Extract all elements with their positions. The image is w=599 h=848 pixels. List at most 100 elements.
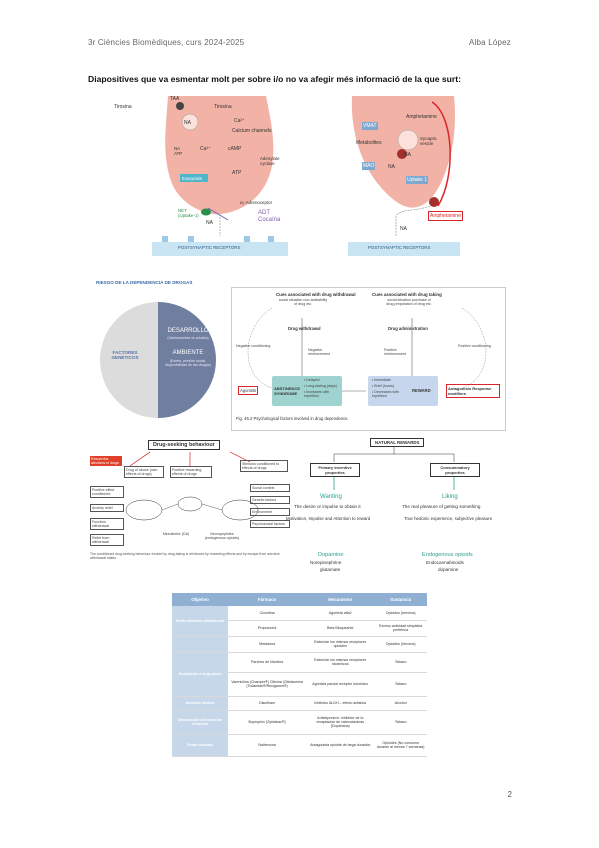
development-sub: (Adolescentes vs adultos): [167, 336, 209, 340]
table-row: Metadona Estimular los mismos receptores…: [172, 636, 427, 653]
drug-own-effects: Drug of abuse (own effects of drugs): [124, 466, 164, 478]
substance-cell: Alcohol: [374, 696, 427, 711]
na2-label: NA: [388, 164, 395, 170]
header-sustancia: Sustancia: [374, 593, 427, 606]
liking-desc2: True hedonic experience, subjective plea…: [404, 516, 493, 521]
intro-text: Diapositives que va esmentar molt per so…: [88, 74, 461, 84]
drug-dependence-figure: Cues associated with drug withdrawal soc…: [231, 287, 506, 431]
drug-cell: Bupropión (Zyntabac®): [228, 710, 307, 735]
drug-cell: Disulfiram: [228, 696, 307, 711]
dopamine-sub1: Norepinephrine: [310, 560, 342, 565]
synapse-drawing: [152, 96, 288, 256]
abst-item-1: • Delayed: [304, 378, 320, 382]
substance-cell: Opioides (heroína): [374, 636, 427, 653]
taa-transporter: [176, 102, 184, 110]
neuropeptide-node: Neuropeptides (endogenous opioids): [204, 532, 240, 540]
opioids-sub1: Endocannabinoids: [426, 560, 464, 565]
adenylate-label: Adenylate cyclase: [260, 156, 280, 166]
tirosina-label: Tirosina: [214, 104, 232, 110]
postsynaptic-membrane: [152, 242, 288, 256]
natural-rewards-figure: NATURAL REWARDS Primary incentive proper…: [286, 436, 500, 586]
withdrawal-cues-sub: social situation non-availability of dru…: [278, 298, 328, 306]
dopamine-label: Dopamine: [318, 552, 344, 558]
wanting-label: Wanting: [320, 494, 342, 500]
consummatory-box: Consummatory properties: [430, 463, 480, 477]
liking-desc1: The real pleasure of getting something: [402, 504, 481, 509]
node-ellipse: [125, 499, 163, 521]
opioids-sub2: dopamine: [438, 567, 459, 572]
arrow-line: [461, 307, 487, 389]
center-node: Mesolimbic (DA): [162, 532, 190, 536]
header-objetivo: Objetivo: [172, 593, 228, 606]
development-label: DESARROLLO: [167, 328, 209, 334]
release-arrow: [395, 205, 431, 236]
reward-label: REWARD: [412, 388, 431, 393]
receptors-label: POSTSYNAPTIC RECEPTORS: [178, 245, 241, 250]
neg-reinf-label: Negative reinforcement: [308, 348, 330, 356]
amphetamine-label: Amphetamine: [406, 114, 437, 120]
node-ellipse: [177, 496, 203, 512]
receptor-shape: [268, 236, 274, 242]
mao-label: MAO: [362, 162, 376, 170]
drug-admin-label: Drug administration: [388, 326, 428, 331]
mechanism-cell: Agonista alfa2: [306, 606, 375, 621]
na-synapse-label: NA: [206, 220, 213, 226]
metabolites-label: Metabolites: [356, 140, 382, 146]
genetic-label: FACTORES GENÉTICOS: [111, 350, 139, 360]
tirosina-left-label: Tirosina: [114, 104, 132, 110]
abstinence-box: [272, 376, 342, 406]
adt-label: ADT: [258, 210, 270, 216]
objective-cell: Aversión alcohol: [172, 696, 228, 711]
reward-item-1: • Immediate: [372, 378, 392, 382]
left-node-4: Relief from withdrawal: [90, 534, 124, 546]
receptor-shape: [244, 236, 250, 242]
table-row: Sustitución a largo plazo Parches de Nic…: [172, 652, 427, 697]
header-author: Alba López: [468, 38, 511, 47]
taking-cues-title: Cues associated with drug taking: [372, 292, 442, 297]
objective-cell: Evitar síndrome abstinencia: [172, 606, 228, 637]
wanting-desc2: Motivation, Impulse and Attention to rew…: [286, 516, 371, 521]
abst-item-3: • Increases with repetition: [304, 390, 330, 398]
environment-sub: (Estrés, presión social, disponibilidad …: [165, 359, 211, 367]
mechanism-cell: Agonista parcial receptor nicotínico: [306, 672, 375, 697]
ca-label: Ca²⁺: [234, 118, 245, 124]
drug-withdrawal-label: Drug withdrawal: [288, 326, 321, 331]
dopamine-sub2: glutamate: [320, 567, 341, 572]
amphetamine-box-label: Amphetamine: [428, 211, 463, 221]
reward-box: [368, 376, 438, 406]
positive-effects: Positive rewarding effects of drugs: [170, 466, 212, 478]
right-node-4: Psychosocial factors: [250, 520, 290, 528]
table-header-row: Objetivo Fármaco Mecanismo Sustancia: [172, 593, 427, 606]
drug-seeking-figure: Drug-seeking behaviour Recuerdos afectiv…: [90, 438, 290, 588]
na-synapse-label: NA: [400, 226, 407, 232]
table-row: Vareniclina (Champix®) Citisina (Citisfa…: [172, 672, 427, 697]
na-sphere: [397, 149, 407, 159]
postsynaptic-membrane: [348, 242, 460, 256]
net-label: NET (Uptake-1): [178, 208, 199, 218]
stimulus-conditioned: Stimulus conditioned to effects of drugs: [240, 460, 288, 472]
camp-label: cAMP: [228, 146, 242, 152]
mechanism-cell: Inhibidor ALDH – efecto antabús: [306, 696, 375, 711]
drug-cell: Naltrexona: [228, 734, 307, 757]
amphetamine-path: [431, 101, 451, 207]
antagonists-box: Antagonists Response modifiers: [446, 384, 500, 398]
reward-item-2: • Brief (hours): [372, 384, 395, 388]
vesicle-shape: [397, 129, 419, 151]
treatment-table: Objetivo Fármaco Mecanismo Sustancia Evi…: [172, 593, 427, 757]
primary-incentive-box: Primary incentive properties: [310, 463, 360, 477]
agonists-box: Agonists: [238, 386, 259, 395]
calcium-channels-label: Calcium channels: [232, 128, 272, 134]
natural-rewards-title: NATURAL REWARDS: [370, 438, 425, 447]
table-row: Disminución del deseo de consumo Bupropi…: [172, 710, 427, 735]
arrow-line: [129, 451, 151, 467]
na1-label: NA: [404, 152, 411, 158]
right-node-3: Environment: [250, 508, 290, 516]
vmat-label: VMAT: [362, 122, 378, 130]
drug-cell: Clonidina: [228, 606, 307, 621]
pie-genetic-slice: [100, 302, 158, 418]
table-row: Aversión alcohol Disulfiram Inhibidor AL…: [172, 696, 427, 711]
pos-cond-label: Positive conditioning: [458, 344, 491, 348]
table-row: Evitar recaídas Naltrexona Antagonista o…: [172, 734, 427, 757]
dependence-caption: Fig. 46.2 Psychological factors involved…: [236, 416, 349, 421]
header-mecanismo: Mecanismo: [306, 593, 375, 606]
